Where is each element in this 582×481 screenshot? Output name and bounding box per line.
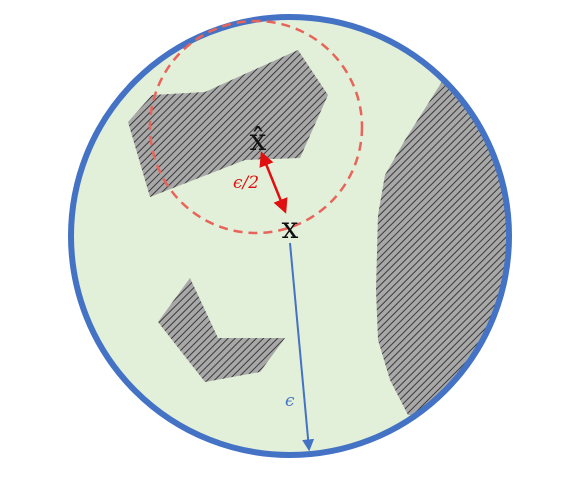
point-x-hat-label: x̂ bbox=[250, 123, 267, 158]
epsilon-label: ϵ bbox=[285, 391, 295, 411]
half-epsilon-arrow bbox=[259, 151, 288, 214]
obstacle-region-right bbox=[376, 80, 509, 415]
half-epsilon-ball bbox=[148, 19, 364, 235]
half-epsilon-label: ϵ/2 bbox=[233, 173, 259, 193]
point-x-label: x bbox=[282, 211, 299, 246]
obstacle-region-bottom bbox=[158, 278, 285, 382]
epsilon-radius-arrow bbox=[289, 242, 315, 452]
epsilon-ball-outline bbox=[68, 14, 512, 458]
obstacle-region-top bbox=[128, 50, 328, 197]
